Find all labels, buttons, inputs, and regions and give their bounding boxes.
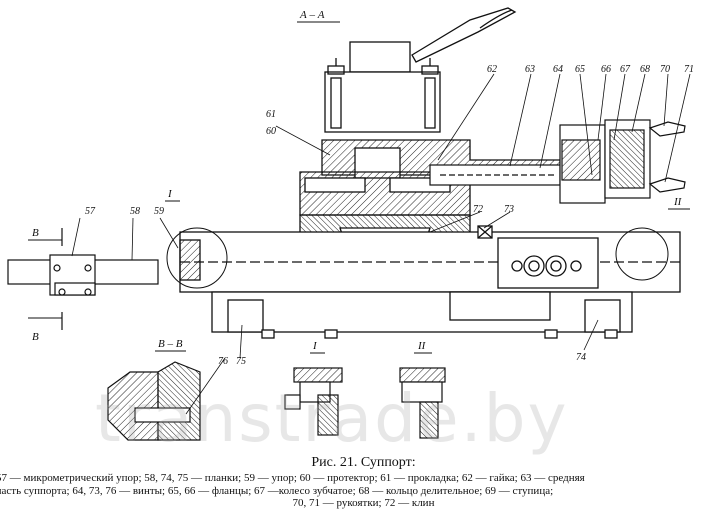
- legend-line-3: 70, 71 — рукоятки; 72 — клин: [292, 497, 435, 509]
- detail-1: [284, 367, 343, 436]
- micrometer-stop: [7, 228, 159, 330]
- callout-71: 71: [684, 64, 694, 75]
- view-1-marker: I: [167, 188, 173, 200]
- watermark: transtrade.by: [95, 380, 569, 457]
- screw-assembly: [429, 119, 686, 204]
- callout-73: 73: [504, 204, 514, 215]
- leader-lines: [71, 73, 691, 415]
- figure-caption-title: Рис. 21. Суппорт:: [311, 455, 416, 470]
- tool-post: [324, 7, 517, 133]
- section-aa-title: А – А: [297, 9, 340, 23]
- callout-68: 68: [640, 64, 650, 75]
- callout-60: 60: [266, 126, 276, 137]
- arrow-b-bottom-label: В: [32, 331, 39, 343]
- view-2-marker: II: [673, 196, 683, 208]
- callout-67: 67: [620, 64, 631, 75]
- callout-74: 74: [576, 352, 586, 363]
- callout-57: 57: [85, 206, 96, 217]
- legend-line-2: часть суппорта; 64, 73, 76 — винты; 65, …: [0, 484, 554, 497]
- callout-72: 72: [473, 204, 483, 215]
- figure-legend: 57 — микрометрический упор; 58, 74, 75 —…: [0, 472, 727, 510]
- detail-bb: [107, 361, 201, 441]
- svg-text:А – А: А – А: [299, 9, 325, 21]
- callout-62: 62: [487, 64, 497, 75]
- callout-58: 58: [130, 206, 140, 217]
- detail-2: [399, 367, 446, 439]
- callout-61: 61: [266, 109, 276, 120]
- detail-2-title: II: [417, 340, 427, 352]
- callout-70: 70: [660, 64, 670, 75]
- callout-63: 63: [525, 64, 535, 75]
- callout-59: 59: [154, 206, 164, 217]
- callout-65: 65: [575, 64, 585, 75]
- cross-slide-bed: [166, 225, 681, 339]
- callout-76: 76: [218, 356, 228, 367]
- legend-line-1: 57 — микрометрический упор; 58, 74, 75 —…: [0, 472, 585, 484]
- callout-64: 64: [553, 64, 563, 75]
- arrow-b-top-label: В: [32, 227, 39, 239]
- section-bb-title: В – В: [158, 338, 183, 350]
- detail-1-title: I: [312, 340, 318, 352]
- callout-75: 75: [236, 356, 246, 367]
- callout-66: 66: [601, 64, 611, 75]
